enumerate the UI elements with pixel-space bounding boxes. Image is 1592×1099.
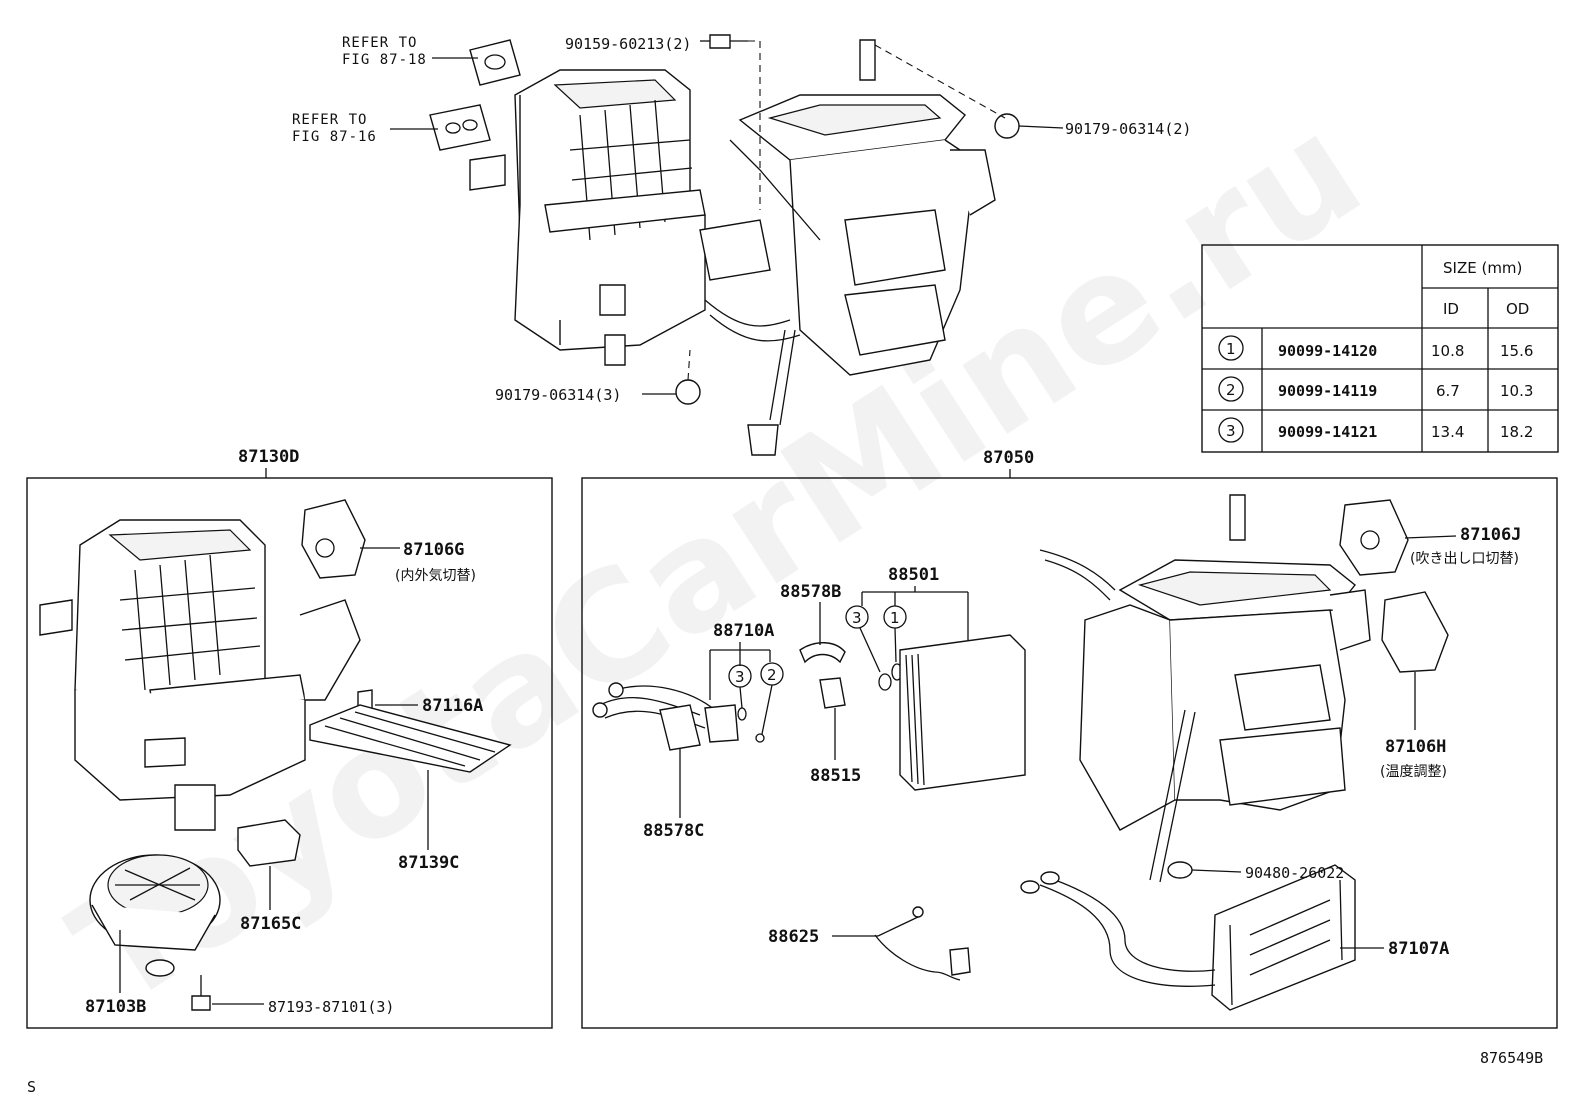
part-label-87165C: 87165C xyxy=(240,914,301,934)
callout-evap-2: 1 xyxy=(890,609,900,627)
size-row-1-id: 10.8 xyxy=(1431,342,1464,360)
part-label-87106G: 87106G xyxy=(403,540,464,560)
part-label-87106J: 87106J xyxy=(1460,525,1521,545)
part-label-87106H: 87106H xyxy=(1385,737,1446,757)
size-table-header: SIZE (mm) xyxy=(1443,259,1522,277)
part-label-87103B: 87103B xyxy=(85,997,146,1017)
part-label-88515: 88515 xyxy=(810,766,861,786)
part-label-88625: 88625 xyxy=(768,927,819,947)
corner-mark: S xyxy=(27,1078,36,1096)
part-label-90480: 90480-26022 xyxy=(1245,864,1344,882)
size-row-1-mark: 1 xyxy=(1226,340,1236,358)
part-label-88710A: 88710A xyxy=(713,621,774,641)
part-label-88578C: 88578C xyxy=(643,821,704,841)
part-note-87106H: (温度調整) xyxy=(1380,764,1447,780)
callout-evap-1: 3 xyxy=(852,609,862,627)
refer-label-2-line2: FIG 87-16 xyxy=(292,129,377,145)
callout-tube-2: 2 xyxy=(767,666,777,684)
refer-label-1-line2: FIG 87-18 xyxy=(342,52,427,68)
assembly-left-number: 87130D xyxy=(238,447,299,467)
part-note-87106G: (内外気切替) xyxy=(395,568,476,584)
size-table-col-id: ID xyxy=(1443,300,1459,318)
part-label-clip-right: 90179-06314(2) xyxy=(1065,120,1191,138)
part-label-87116A: 87116A xyxy=(422,696,483,716)
size-row-1-od: 15.6 xyxy=(1500,342,1533,360)
callout-tube-1: 3 xyxy=(735,668,745,686)
size-row-2-id: 6.7 xyxy=(1436,382,1460,400)
top-assembly-drawing xyxy=(429,34,1020,456)
assembly-right-box xyxy=(581,477,1558,1029)
part-label-87193: 87193-87101(3) xyxy=(268,998,394,1016)
size-row-3-od: 18.2 xyxy=(1500,423,1533,441)
part-label-clip-bottom: 90179-06314(3) xyxy=(495,386,621,404)
assembly-right-number: 87050 xyxy=(983,448,1034,468)
part-label-screw: 90159-60213(2) xyxy=(565,35,691,53)
size-table-col-od: OD xyxy=(1506,300,1529,318)
size-row-1-part: 90099-14120 xyxy=(1278,342,1377,360)
size-row-2-mark: 2 xyxy=(1226,381,1236,399)
figure-code: 876549B xyxy=(1480,1049,1543,1067)
size-table: SIZE (mm) ID OD 1 90099-14120 10.8 15.6 … xyxy=(1201,244,1559,453)
refer-label-2-line1: REFER TO xyxy=(292,112,367,128)
part-label-88578B: 88578B xyxy=(780,582,841,602)
size-row-3-id: 13.4 xyxy=(1431,423,1464,441)
size-row-2-od: 10.3 xyxy=(1500,382,1533,400)
size-row-3-mark: 3 xyxy=(1226,422,1236,440)
part-label-87139C: 87139C xyxy=(398,853,459,873)
size-row-2-part: 90099-14119 xyxy=(1278,382,1377,400)
assembly-left-box xyxy=(26,477,553,1029)
assembly-left-drawing xyxy=(39,499,512,1011)
size-row-3-part: 90099-14121 xyxy=(1278,423,1377,441)
part-note-87106J: (吹き出し口切替) xyxy=(1410,551,1519,567)
assembly-right-drawing xyxy=(592,494,1449,1011)
part-label-88501: 88501 xyxy=(888,565,939,585)
part-label-87107A: 87107A xyxy=(1388,939,1449,959)
refer-label-1-line1: REFER TO xyxy=(342,35,417,51)
